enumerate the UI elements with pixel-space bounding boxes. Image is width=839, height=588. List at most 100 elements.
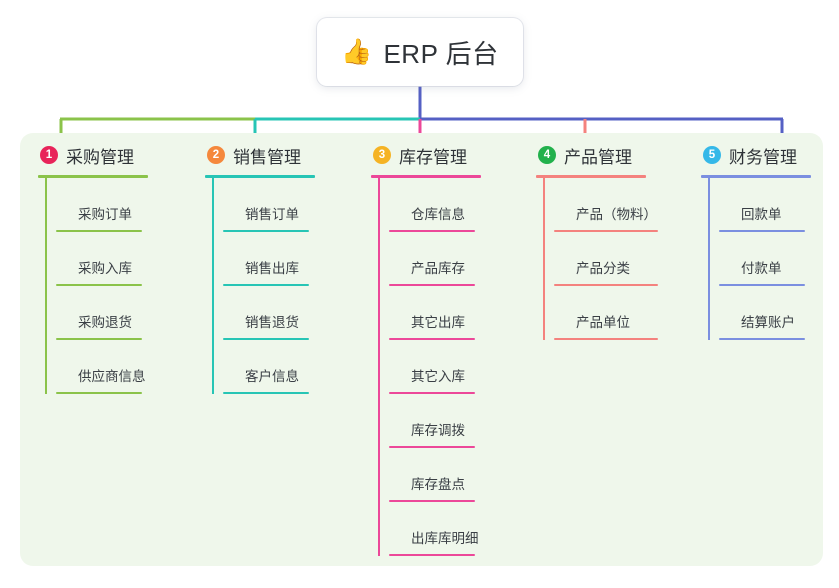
branch-item-rule: [389, 284, 475, 286]
branch-item-label: 采购订单: [78, 207, 132, 222]
root-node[interactable]: 👍 ERP 后台: [317, 18, 523, 86]
branch-item-label: 其它入库: [411, 369, 465, 384]
branch-item[interactable]: 回款单: [719, 178, 839, 232]
branch-item[interactable]: 产品单位: [554, 286, 691, 340]
branch-column-1: 1 采购管理采购订单采购入库采购退货供应商信息: [38, 140, 188, 394]
branch-item[interactable]: 产品（物料）: [554, 178, 691, 232]
branch-spine: [45, 178, 47, 394]
branch-spine: [378, 178, 380, 556]
branch-item[interactable]: 销售出库: [223, 232, 355, 286]
branch-item-rule: [554, 284, 658, 286]
thumbs-up-icon: 👍: [341, 37, 373, 66]
branch-item-label: 库存调拨: [411, 423, 465, 438]
branch-item[interactable]: 结算账户: [719, 286, 839, 340]
root-title: ERP 后台: [383, 38, 499, 69]
branch-item-rule: [389, 554, 475, 556]
branch-header-rule: [205, 175, 315, 178]
branch-item-list: 回款单付款单结算账户: [701, 178, 839, 340]
branch-item[interactable]: 其它入库: [389, 340, 521, 394]
branch-item-label: 采购退货: [78, 315, 132, 330]
branch-item-rule: [719, 338, 805, 340]
branch-item-label: 销售退货: [245, 315, 299, 330]
branch-item-rule: [223, 230, 309, 232]
branch-item[interactable]: 其它出库: [389, 286, 521, 340]
branch-item-label: 产品单位: [576, 315, 630, 330]
branch-item[interactable]: 付款单: [719, 232, 839, 286]
branch-header-rule: [371, 175, 481, 178]
branch-item-rule: [223, 338, 309, 340]
branch-item-rule: [719, 230, 805, 232]
branch-item[interactable]: 库存调拨: [389, 394, 521, 448]
branch-item-rule: [56, 338, 142, 340]
branch-item-label: 销售出库: [245, 261, 299, 276]
branch-header-4[interactable]: 4 产品管理: [536, 140, 691, 170]
branch-item-list: 销售订单销售出库销售退货客户信息: [205, 178, 355, 394]
branch-item-label: 销售订单: [245, 207, 299, 222]
branch-header-rule: [701, 175, 811, 178]
branch-header-3[interactable]: 3 库存管理: [371, 140, 521, 170]
branch-item-list: 采购订单采购入库采购退货供应商信息: [38, 178, 188, 394]
branch-spine: [708, 178, 710, 340]
branch-header-rule: [536, 175, 646, 178]
branch-item[interactable]: 产品分类: [554, 232, 691, 286]
branch-number-badge: 3: [373, 146, 391, 164]
branch-item-label: 回款单: [741, 207, 782, 222]
branch-item-label: 出库库明细: [411, 531, 479, 546]
branch-item-label: 产品库存: [411, 261, 465, 276]
branch-item-rule: [56, 392, 142, 394]
branch-title: 库存管理: [399, 147, 467, 167]
branch-title: 销售管理: [233, 147, 301, 167]
branch-item[interactable]: 产品库存: [389, 232, 521, 286]
branch-number-badge: 1: [40, 146, 58, 164]
branch-item-rule: [223, 284, 309, 286]
branch-header-1[interactable]: 1 采购管理: [38, 140, 188, 170]
branch-number-badge: 4: [538, 146, 556, 164]
branch-item-rule: [56, 284, 142, 286]
branch-item-label: 供应商信息: [78, 369, 146, 384]
branch-item-rule: [389, 392, 475, 394]
branch-item-rule: [719, 284, 805, 286]
branch-title: 财务管理: [729, 147, 797, 167]
branch-item-rule: [56, 230, 142, 232]
branch-item[interactable]: 客户信息: [223, 340, 355, 394]
branch-column-3: 3 库存管理仓库信息产品库存其它出库其它入库库存调拨库存盘点出库库明细: [371, 140, 521, 556]
branches-panel: [20, 133, 823, 566]
branch-item-rule: [554, 230, 658, 232]
branch-item[interactable]: 采购入库: [56, 232, 188, 286]
branch-item-rule: [389, 230, 475, 232]
branch-item-label: 产品（物料）: [576, 207, 657, 222]
branch-item[interactable]: 出库库明细: [389, 502, 521, 556]
branch-item-label: 产品分类: [576, 261, 630, 276]
branch-title: 采购管理: [66, 147, 134, 167]
branch-column-5: 5 财务管理回款单付款单结算账户: [701, 140, 839, 340]
branch-item[interactable]: 销售退货: [223, 286, 355, 340]
branch-item-rule: [389, 446, 475, 448]
branch-column-4: 4 产品管理产品（物料） 产品分类产品单位: [536, 140, 691, 340]
branch-item[interactable]: 供应商信息: [56, 340, 188, 394]
branch-item-rule: [223, 392, 309, 394]
branch-item-label: 仓库信息: [411, 207, 465, 222]
branch-item-label: 其它出库: [411, 315, 465, 330]
branch-item-label: 付款单: [741, 261, 782, 276]
branch-header-rule: [38, 175, 148, 178]
branch-item-rule: [389, 500, 475, 502]
branch-item[interactable]: 销售订单: [223, 178, 355, 232]
branch-item-rule: [554, 338, 658, 340]
branch-item-label: 采购入库: [78, 261, 132, 276]
branch-number-badge: 5: [703, 146, 721, 164]
branch-header-5[interactable]: 5 财务管理: [701, 140, 839, 170]
branch-title: 产品管理: [564, 147, 632, 167]
branch-item-rule: [389, 338, 475, 340]
branch-item[interactable]: 库存盘点: [389, 448, 521, 502]
branch-item-label: 库存盘点: [411, 477, 465, 492]
branch-item-list: 产品（物料） 产品分类产品单位: [536, 178, 691, 340]
branch-item-label: 客户信息: [245, 369, 299, 384]
branch-item[interactable]: 仓库信息: [389, 178, 521, 232]
branch-item[interactable]: 采购退货: [56, 286, 188, 340]
branch-item[interactable]: 采购订单: [56, 178, 188, 232]
branch-spine: [212, 178, 214, 394]
branch-spine: [543, 178, 545, 340]
